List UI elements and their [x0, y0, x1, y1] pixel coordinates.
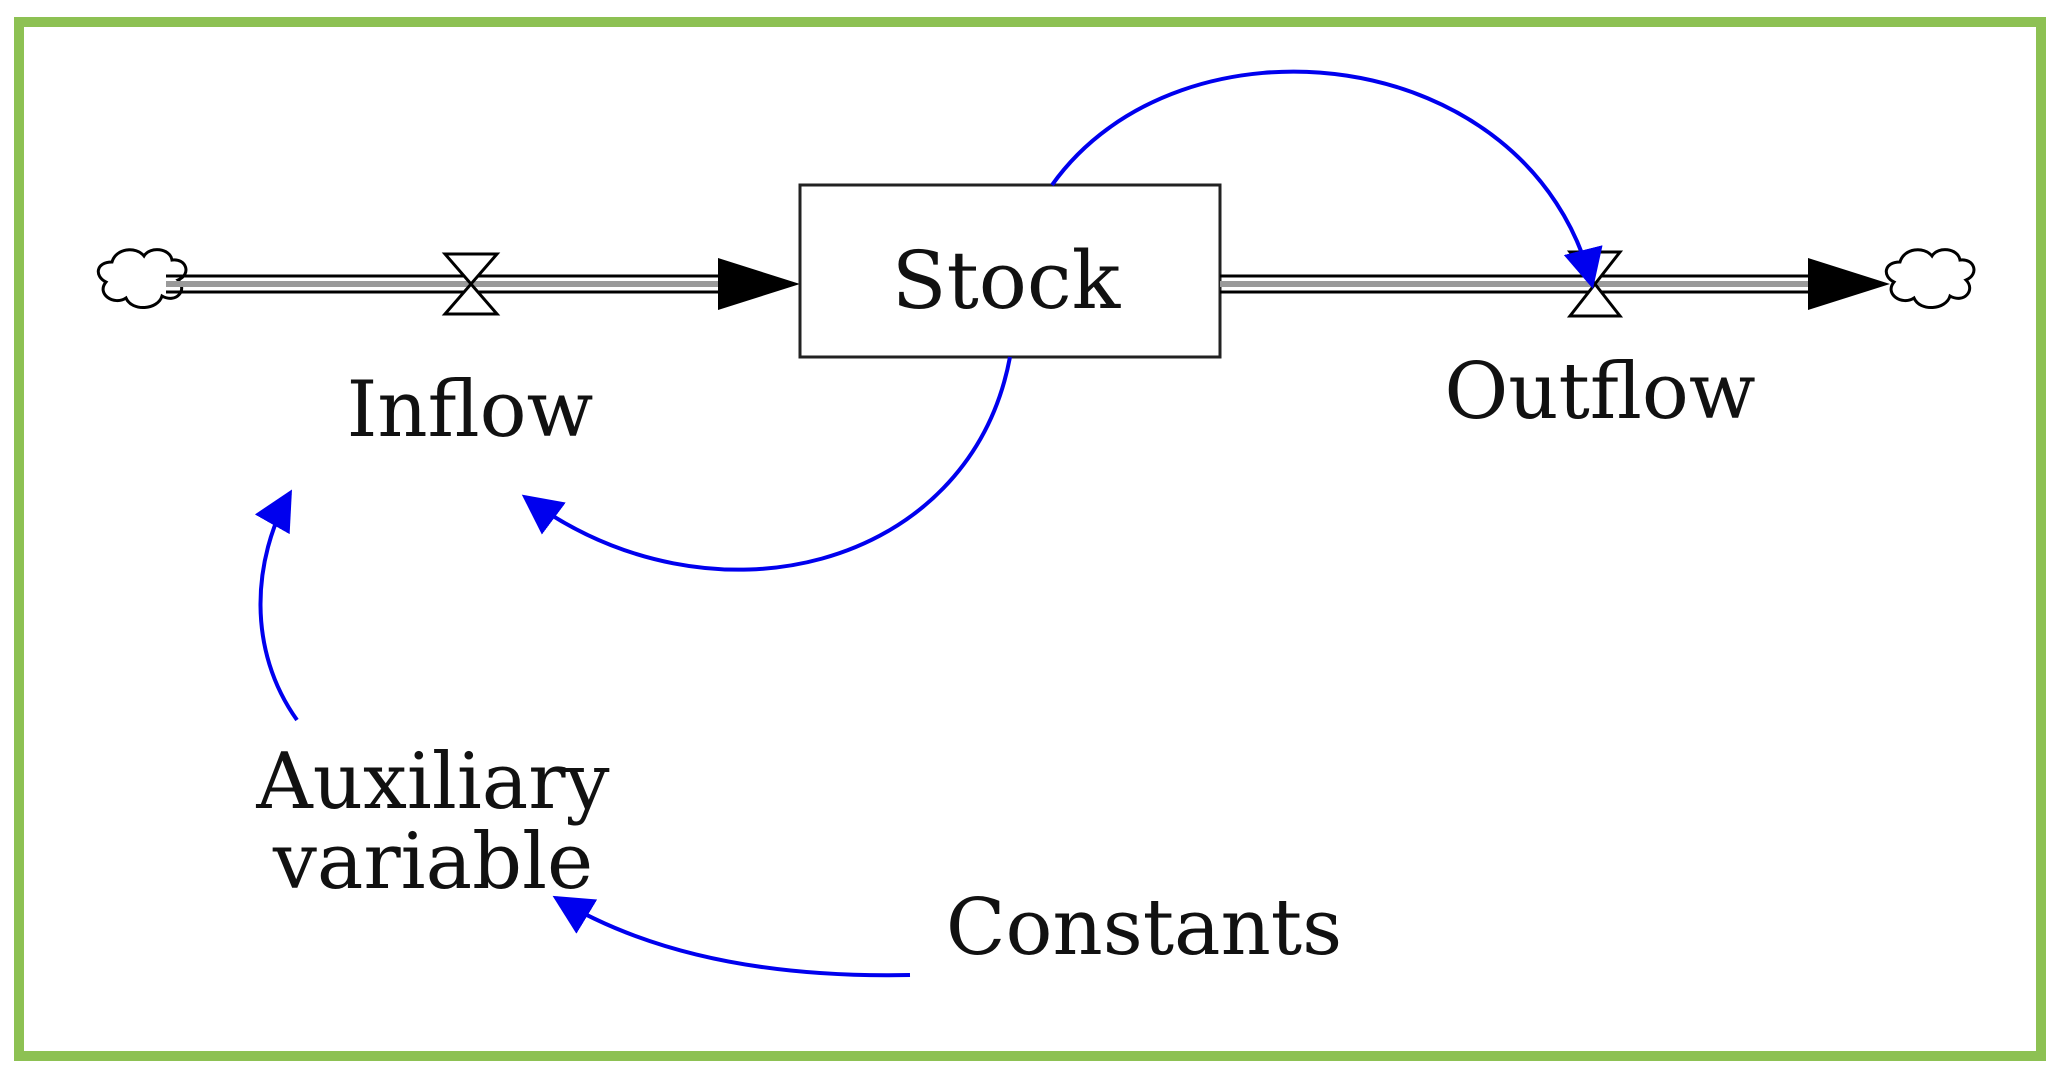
link-stock-to-outflow: [1050, 69, 1603, 289]
stock-label: Stock: [892, 234, 1122, 327]
auxiliary-label-line1: Auxiliary: [255, 737, 609, 827]
auxiliary-label-line2: variable: [272, 817, 593, 907]
link-constants-to-auxiliary: [552, 895, 911, 978]
constants-label: Constants: [946, 883, 1342, 973]
outflow-pipe: [1220, 258, 1890, 310]
link-auxiliary-to-inflow: [254, 489, 299, 722]
inflow-arrowhead: [718, 258, 800, 310]
sink-cloud-icon: [1884, 248, 1976, 309]
inflow-valve-icon: [441, 252, 501, 316]
outflow-arrowhead: [1808, 258, 1890, 310]
source-cloud-icon: [96, 248, 188, 309]
stock-box[interactable]: [798, 183, 1222, 359]
outflow-label: Outflow: [1444, 347, 1755, 437]
inflow-label: Inflow: [347, 365, 594, 455]
link-stock-to-inflow: [521, 356, 1012, 572]
inflow-pipe: [166, 258, 800, 310]
